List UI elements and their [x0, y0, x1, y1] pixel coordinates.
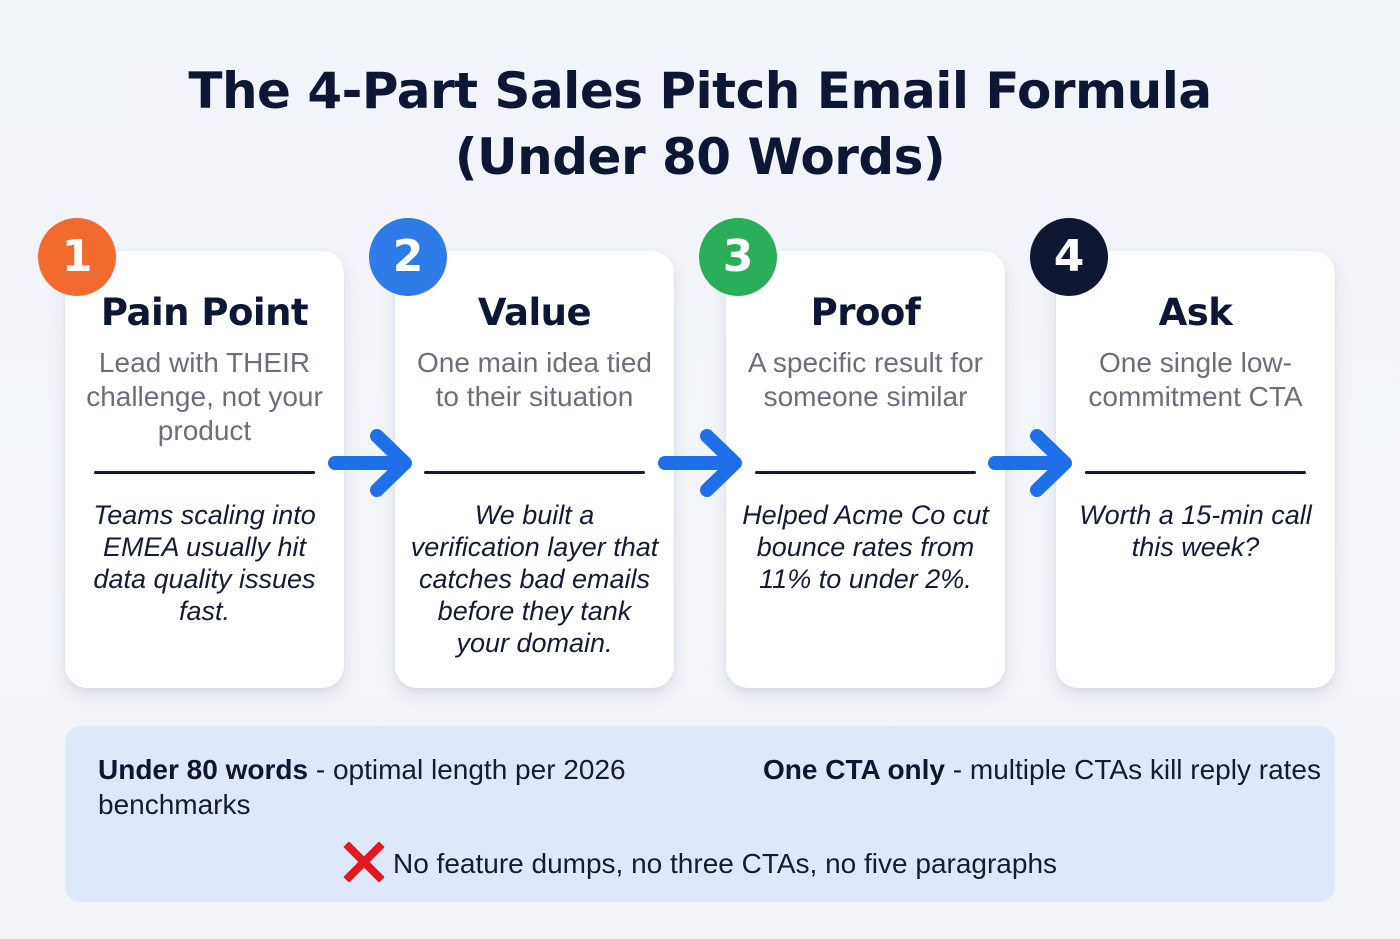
card-subtitle: One single low-commitment CTA: [1088, 347, 1303, 412]
red-x-icon: [343, 842, 385, 882]
card-title: Proof: [810, 291, 921, 334]
arrow-right-icon: [658, 429, 742, 497]
tip-word-count: Under 80 words - optimal length per 2026…: [98, 752, 658, 822]
step-card-proof: Proof A specific result for someone simi…: [726, 251, 1005, 688]
card-example: Helped Acme Co cut bounce rates from 11%…: [742, 500, 989, 594]
card-divider: [94, 471, 315, 474]
step-number-badge-2: 2: [369, 218, 447, 296]
tip-word-count-text: - optimal length per 2026 benchmarks: [98, 754, 626, 820]
arrow-right-icon: [988, 429, 1072, 497]
card-subtitle: A specific result for someone similar: [748, 347, 983, 412]
step-number-badge-1: 1: [38, 218, 116, 296]
card-title: Pain Point: [100, 291, 309, 334]
card-example: Teams scaling into EMEA usually hit data…: [93, 500, 316, 626]
step-number-badge-4: 4: [1030, 218, 1108, 296]
card-title: Ask: [1158, 291, 1233, 334]
card-divider: [1085, 471, 1306, 474]
tip-one-cta: One CTA only - multiple CTAs kill reply …: [763, 752, 1323, 787]
arrow-right-icon: [328, 429, 412, 497]
step-card-pain-point: Pain Point Lead with THEIR challenge, no…: [65, 251, 344, 688]
card-divider: [424, 471, 645, 474]
warning-text: No feature dumps, no three CTAs, no five…: [392, 848, 1058, 879]
tip-one-cta-label: One CTA only: [763, 754, 945, 785]
step-card-value: Value One main idea tied to their situat…: [395, 251, 674, 688]
step-number-badge-3: 3: [699, 218, 777, 296]
title-line-1: The 4-Part Sales Pitch Email Formula: [188, 62, 1212, 120]
card-subtitle: Lead with THEIR challenge, not your prod…: [86, 347, 323, 446]
title-line-2: (Under 80 Words): [454, 128, 946, 186]
card-title: Value: [477, 291, 592, 334]
page-title: The 4-Part Sales Pitch Email Formula (Un…: [0, 58, 1400, 190]
card-subtitle: One main idea tied to their situation: [416, 347, 653, 412]
step-card-ask: Ask One single low-commitment CTA Worth …: [1056, 251, 1335, 688]
card-example: We built a verification layer that catch…: [410, 500, 659, 658]
card-divider: [755, 471, 976, 474]
tip-one-cta-text: - multiple CTAs kill reply rates: [945, 754, 1322, 785]
warning-line: No feature dumps, no three CTAs, no five…: [65, 842, 1335, 884]
tips-panel: Under 80 words - optimal length per 2026…: [65, 726, 1335, 902]
tip-word-count-label: Under 80 words: [98, 754, 309, 785]
card-example: Worth a 15-min call this week?: [1079, 500, 1312, 562]
